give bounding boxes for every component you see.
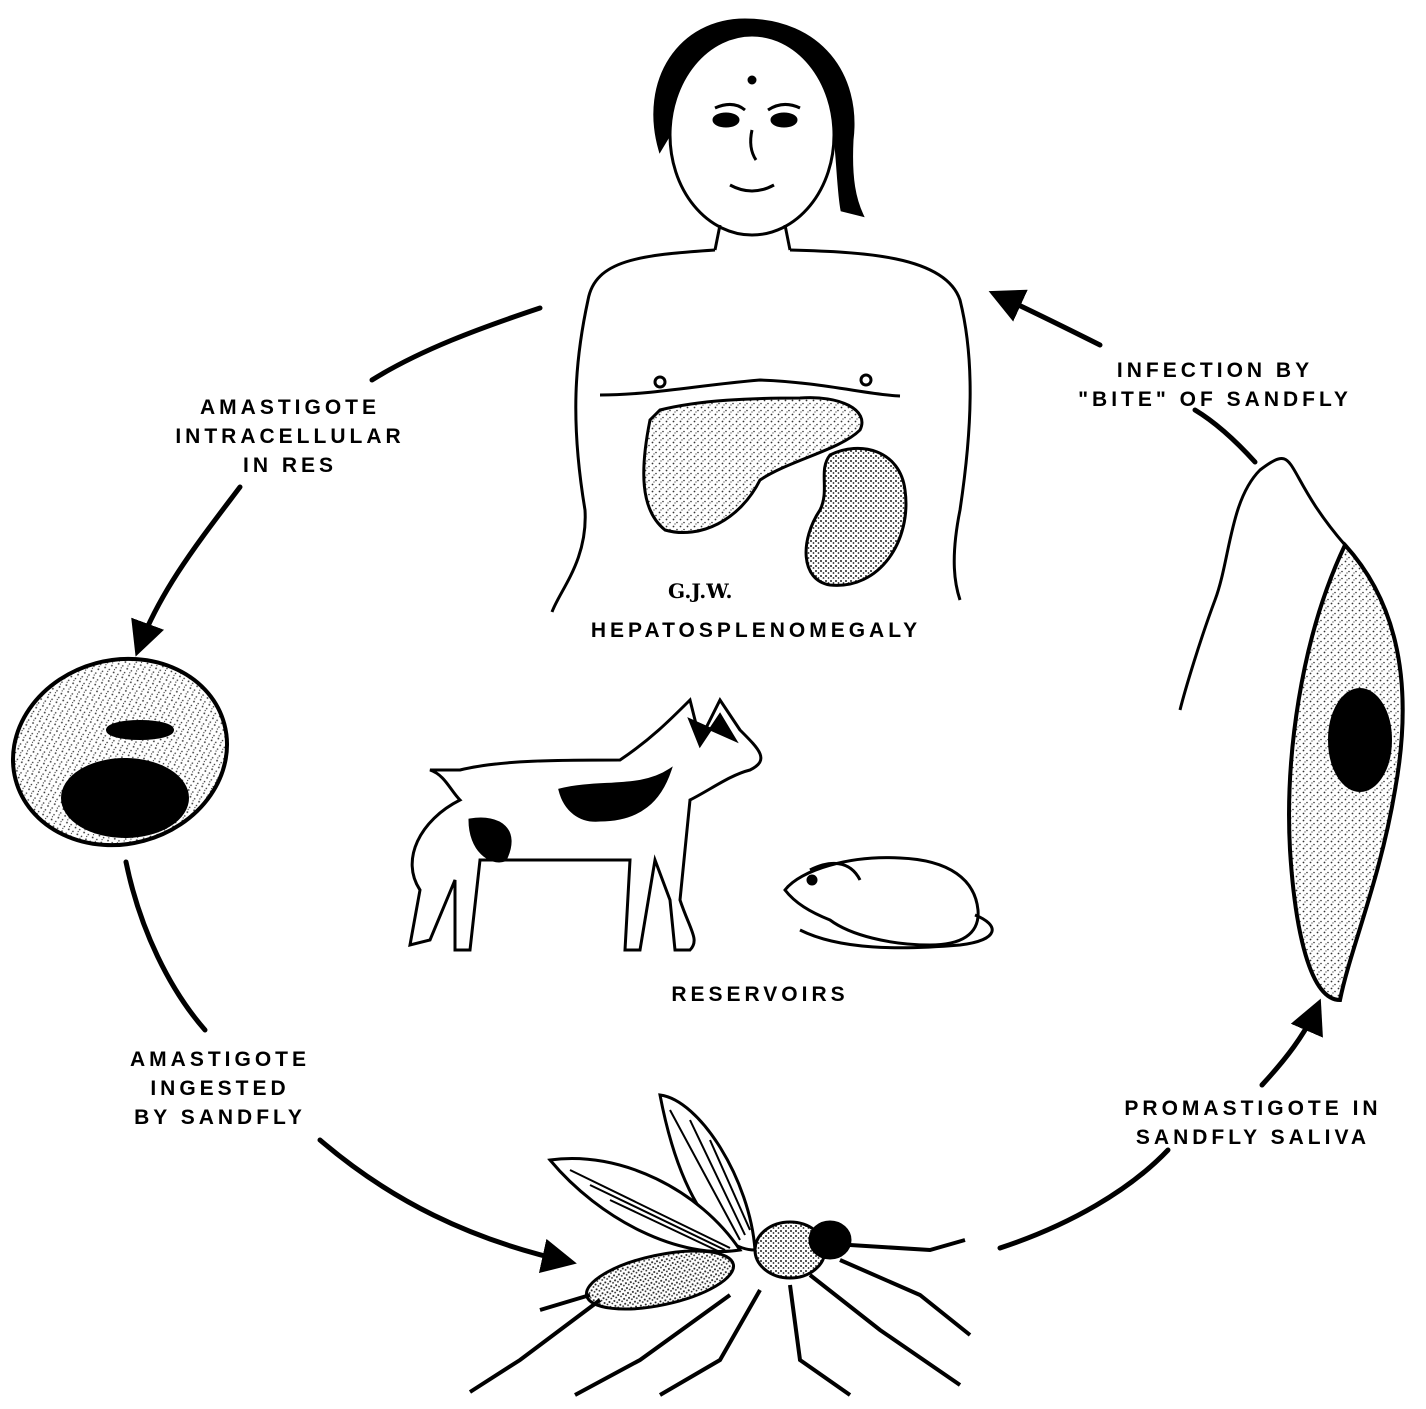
label-hepatosplenomegaly: HEPATOSPLENOMEGALY xyxy=(540,616,972,645)
label-amastigote-res-line-2: INTRACELLULAR xyxy=(120,422,460,451)
label-infection-line-1: INFECTION BY xyxy=(1020,356,1410,385)
label-amastigote-res-line-1: AMASTIGOTE xyxy=(120,393,460,422)
dog-icon xyxy=(410,700,761,950)
label-amastigote-intracellular: AMASTIGOTE INTRACELLULAR IN RES xyxy=(120,393,460,480)
label-reservoirs: RESERVOIRS xyxy=(620,980,900,1009)
label-promastigote-line-1: PROMASTIGOTE IN xyxy=(1080,1094,1426,1123)
rodent-icon xyxy=(785,858,992,948)
label-promastigote-saliva: PROMASTIGOTE IN SANDFLY SALIVA xyxy=(1080,1094,1426,1152)
amastigote-cell-icon xyxy=(0,635,248,869)
promastigote-icon xyxy=(1180,459,1403,1000)
label-hepatosplenomegaly-text: HEPATOSPLENOMEGALY xyxy=(540,616,972,645)
arrow-human-to-label xyxy=(372,308,540,380)
label-promastigote-line-2: SANDFLY SALIVA xyxy=(1080,1123,1426,1152)
label-amastigote-ingested: AMASTIGOTE INGESTED BY SANDFLY xyxy=(70,1045,370,1132)
arrow-to-promastigote xyxy=(1262,1005,1318,1085)
sandfly-icon xyxy=(470,1095,970,1395)
label-infection-by-bite: INFECTION BY "BITE" OF SANDFLY xyxy=(1020,356,1410,414)
arrow-to-human xyxy=(995,294,1100,345)
artist-initials: G.J.W. xyxy=(668,579,733,603)
label-amastigote-ingested-line-2: INGESTED xyxy=(70,1074,370,1103)
arrow-promastigote-up xyxy=(1195,410,1255,462)
label-infection-line-2: "BITE" OF SANDFLY xyxy=(1020,385,1410,414)
label-reservoirs-text: RESERVOIRS xyxy=(620,980,900,1009)
arrow-to-sandfly xyxy=(320,1140,570,1262)
arrow-to-amastigote-cell xyxy=(138,487,240,650)
label-amastigote-ingested-line-3: BY SANDFLY xyxy=(70,1103,370,1132)
label-amastigote-res-line-3: IN RES xyxy=(120,451,460,480)
label-amastigote-ingested-line-1: AMASTIGOTE xyxy=(70,1045,370,1074)
arrow-cell-down xyxy=(126,862,205,1030)
human-figure: G.J.W. xyxy=(552,20,970,612)
arrow-sandfly-out xyxy=(1000,1150,1168,1248)
